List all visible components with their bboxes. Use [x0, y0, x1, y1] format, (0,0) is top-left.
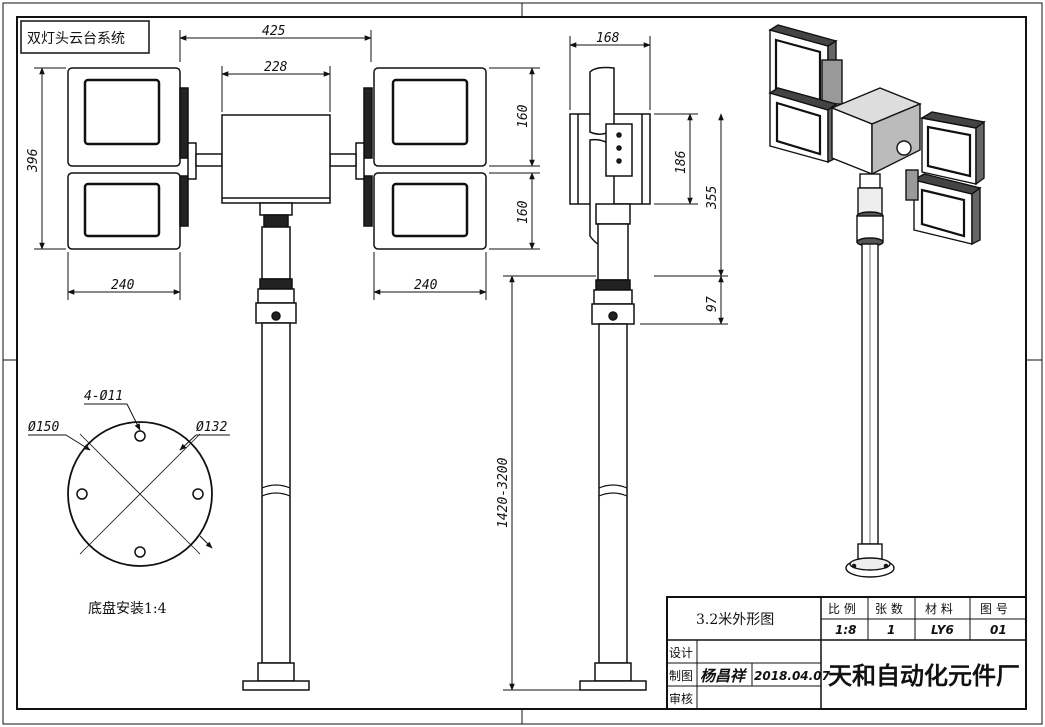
isometric-view — [768, 24, 986, 578]
title-block-value-drawing-no: 01 — [990, 623, 1007, 637]
title-block-role-draft: 制图 — [669, 669, 693, 683]
title-block-date: 2018.04.07 — [754, 669, 831, 683]
corner-label: 双灯头云台系统 — [20, 20, 150, 54]
title-block-drawing-title: 3.2米外形图 — [696, 612, 774, 628]
front-dimensions — [34, 30, 540, 300]
title-block-role-design: 设计 — [669, 646, 693, 660]
side-dimensions — [503, 36, 728, 691]
base-plate-detail — [28, 403, 230, 567]
dim-lamp-width-left: 240 — [111, 278, 135, 293]
title-block-value-material: LY6 — [931, 623, 954, 637]
center-marks — [3, 3, 1042, 724]
dim-side-joint: 97 — [705, 296, 720, 312]
title-block-header-sheets: 张 数 — [875, 601, 903, 616]
title-block-drafter-signature: 杨昌祥 — [700, 667, 748, 685]
base-bolt-circle-label: Ø132 — [196, 420, 227, 435]
iso-lamp-lower-right — [912, 173, 982, 246]
left-lamp-bottom — [67, 172, 189, 250]
title-block-company: 天和自动化元件厂 — [828, 661, 1020, 690]
corner-label-text: 双灯头云台系统 — [27, 31, 125, 47]
title-block-header-material: 材 料 — [925, 602, 953, 616]
dim-lamp-width-right: 240 — [414, 278, 438, 293]
dim-lamp-height-bottom: 160 — [516, 200, 531, 224]
iso-central-box — [830, 87, 922, 176]
dim-pole-range: 1420-3200 — [496, 457, 511, 528]
title-block-header-drawing-no: 图 号 — [980, 602, 1008, 616]
side-view — [569, 66, 651, 691]
dim-lamp-height-top: 160 — [516, 104, 531, 128]
dim-overall-width: 425 — [262, 24, 286, 39]
title-block-role-review: 审核 — [669, 691, 693, 706]
dim-side-bracket: 186 — [674, 150, 689, 174]
iso-lamp-upper-right — [920, 111, 986, 186]
title-block-header-scale: 比 例 — [828, 602, 856, 616]
right-lamp-top — [363, 67, 487, 167]
dim-side-depth: 168 — [596, 31, 620, 46]
side-base-plate — [579, 680, 647, 691]
title-block-value-scale: 1:8 — [835, 623, 857, 637]
title-block — [666, 596, 1027, 710]
dim-box-width: 228 — [264, 60, 288, 75]
central-box — [221, 114, 331, 204]
base-caption: 底盘安装1:4 — [88, 600, 167, 617]
dim-side-head: 355 — [705, 185, 720, 210]
dim-total-lamp-height: 396 — [26, 148, 41, 173]
front-view — [67, 67, 487, 691]
left-lamp-top — [67, 67, 189, 167]
base-holes-label: 4-Ø11 — [84, 389, 123, 404]
base-outer-dia-label: Ø150 — [28, 420, 59, 435]
right-lamp-bottom — [363, 172, 487, 250]
front-base-plate — [242, 680, 310, 691]
title-block-value-sheets: 1 — [887, 623, 895, 637]
